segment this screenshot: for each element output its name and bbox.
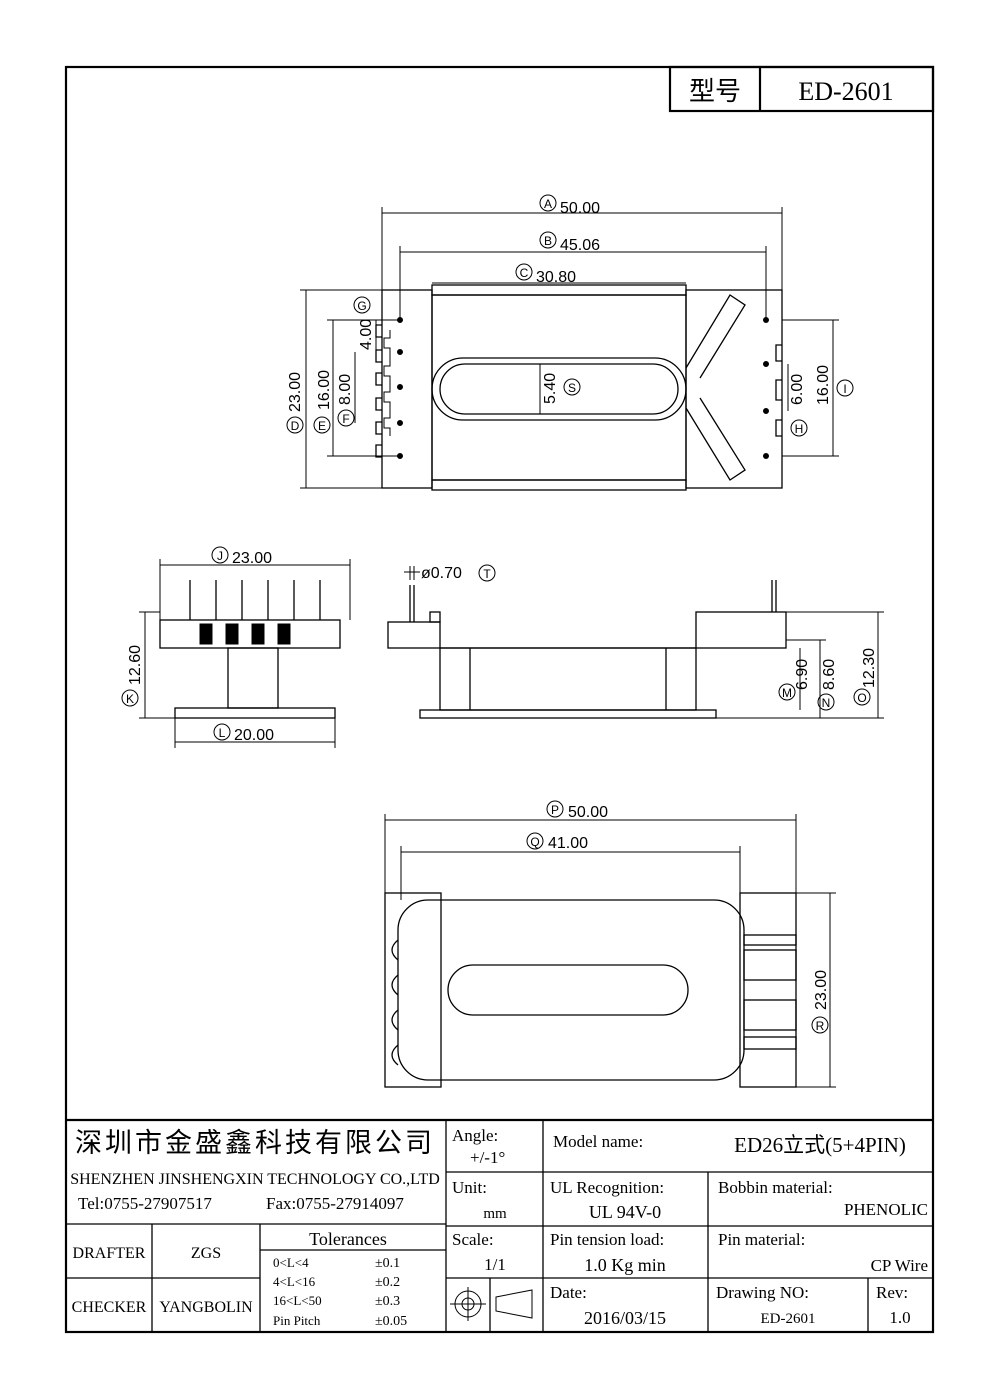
svg-text:L: L — [219, 726, 226, 740]
dim-h: 6.00 — [789, 374, 806, 405]
dim-f: 8.00 — [337, 374, 354, 405]
svg-text:C: C — [520, 266, 529, 280]
svg-text:F: F — [342, 412, 349, 426]
part-number: ED-2601 — [798, 77, 893, 106]
svg-text:E: E — [318, 419, 326, 433]
dim-g: 4.00 — [358, 319, 375, 350]
drafter-label: DRAFTER — [73, 1245, 146, 1262]
dim-m: 6.90 — [794, 659, 811, 690]
svg-text:B: B — [544, 234, 552, 248]
dim-l: 20.00 — [234, 727, 274, 744]
dim-p: 50.00 — [568, 804, 608, 821]
tolerance-range: 4<L<16 — [273, 1274, 316, 1289]
bobbin-material-value: PHENOLIC — [844, 1200, 928, 1219]
dim-c: 30.80 — [536, 269, 576, 286]
part-number-box: 型号 ED-2601 — [668, 65, 935, 113]
dim-k: 12.60 — [127, 645, 144, 685]
model-name-label: Model name: — [553, 1132, 643, 1151]
svg-text:M: M — [782, 686, 792, 700]
date-value: 2016/03/15 — [584, 1308, 666, 1328]
dim-i: 16.00 — [815, 365, 832, 405]
dim-j: 23.00 — [232, 550, 272, 567]
tolerance-range: 0<L<4 — [273, 1255, 309, 1270]
side-view-front: ø0.70 T M 6.90 N 8.60 O 12.30 — [387, 564, 884, 719]
svg-text:S: S — [568, 381, 576, 395]
angle-label: Angle: — [452, 1126, 498, 1145]
pin-tension-label: Pin tension load: — [550, 1230, 664, 1249]
svg-text:H: H — [795, 422, 804, 436]
svg-text:G: G — [357, 299, 366, 313]
ul-label: UL Recognition: — [550, 1178, 664, 1197]
angle-value: +/-1° — [470, 1148, 505, 1167]
svg-text:R: R — [816, 1019, 825, 1033]
part-label: 型号 — [689, 77, 741, 106]
dim-n: 8.60 — [821, 659, 838, 690]
tolerance-value: ±0.3 — [375, 1294, 400, 1309]
tolerance-range: 16<L<50 — [273, 1293, 322, 1308]
pin-material-value: CP Wire — [871, 1256, 928, 1275]
drafter-value: ZGS — [191, 1245, 221, 1262]
svg-text:J: J — [217, 549, 223, 563]
dim-b: 45.06 — [560, 237, 600, 254]
dim-o: 12.30 — [861, 648, 878, 688]
sheet-border — [64, 65, 935, 1334]
tolerance-value: ±0.1 — [375, 1256, 400, 1271]
svg-text:K: K — [126, 692, 134, 706]
pin-material-label: Pin material: — [718, 1230, 805, 1249]
svg-text:N: N — [822, 696, 831, 710]
svg-text:Q: Q — [530, 835, 539, 849]
company-name-cn: 深圳市金盛鑫科技有限公司 — [75, 1128, 435, 1158]
unit-value: mm — [483, 1206, 507, 1222]
dim-q: 41.00 — [548, 835, 588, 852]
pin-tension-value: 1.0 Kg min — [584, 1255, 666, 1275]
bottom-view: P 50.00 Q 41.00 R 23.00 — [384, 800, 836, 1088]
tolerance-value: ±0.2 — [375, 1275, 400, 1290]
side-view-end: J 23.00 K 12.60 L 20.00 — [121, 546, 351, 748]
dim-r: 23.00 — [813, 970, 830, 1010]
date-label: Date: — [550, 1283, 587, 1302]
model-name-value: ED26立式(5+4PIN) — [734, 1133, 906, 1157]
dim-t: ø0.70 — [421, 565, 462, 582]
dim-d: 23.00 — [287, 372, 304, 412]
svg-text:I: I — [843, 382, 846, 396]
tolerances-title: Tolerances — [309, 1229, 387, 1249]
checker-label: CHECKER — [72, 1299, 147, 1316]
checker-value: YANGBOLIN — [159, 1299, 253, 1316]
projection-symbol-icon — [450, 1287, 533, 1321]
company-fax: Fax:0755-27914097 — [266, 1194, 404, 1213]
ul-value: UL 94V-0 — [589, 1202, 661, 1222]
bobbin-material-label: Bobbin material: — [718, 1178, 833, 1197]
drawing-no-label: Drawing NO: — [716, 1283, 809, 1302]
svg-text:T: T — [483, 567, 491, 581]
top-view: A 50.00 B 45.06 C 30.80 D 23.00 E 16.00 … — [286, 194, 854, 491]
drawing-no-value: ED-2601 — [761, 1311, 816, 1327]
company-tel: Tel:0755-27907517 — [78, 1194, 212, 1213]
rev-value: 1.0 — [889, 1308, 910, 1327]
svg-text:O: O — [857, 691, 866, 705]
svg-text:P: P — [551, 803, 559, 817]
unit-label: Unit: — [452, 1178, 487, 1197]
tolerance-range: Pin Pitch — [273, 1313, 321, 1328]
scale-value: 1/1 — [484, 1255, 506, 1274]
tolerance-value: ±0.05 — [375, 1314, 407, 1329]
svg-text:A: A — [544, 197, 552, 211]
rev-label: Rev: — [876, 1283, 908, 1302]
scale-label: Scale: — [452, 1230, 494, 1249]
svg-text:D: D — [291, 419, 300, 433]
dim-a: 50.00 — [560, 200, 600, 217]
dim-e: 16.00 — [316, 370, 333, 410]
title-block: 深圳市金盛鑫科技有限公司 SHENZHEN JINSHENGXIN TECHNO… — [66, 1118, 933, 1332]
dim-s: 5.40 — [542, 373, 559, 404]
company-name-en: SHENZHEN JINSHENGXIN TECHNOLOGY CO.,LTD — [70, 1171, 440, 1188]
